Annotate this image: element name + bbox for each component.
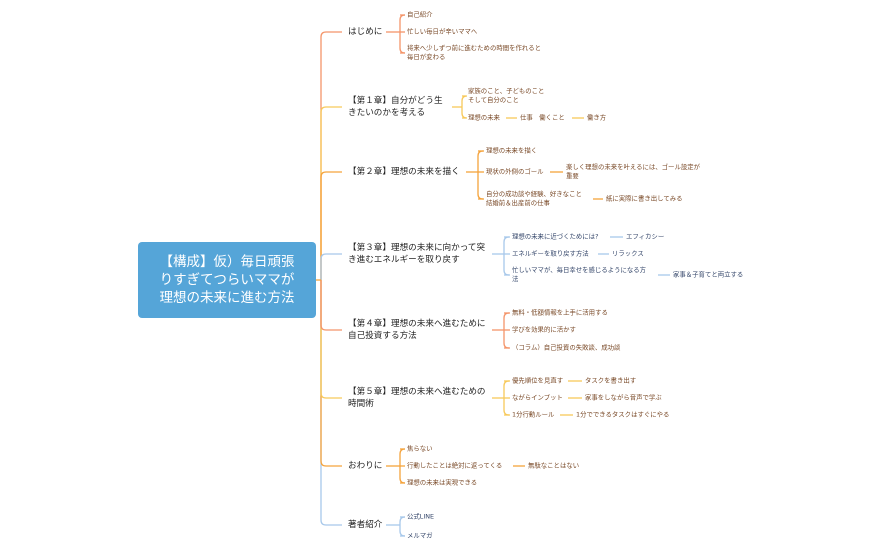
branch-topic[interactable]: はじめに (348, 27, 383, 37)
trunk-connector (320, 106, 342, 280)
subtopic[interactable]: ながらインプット (512, 393, 563, 402)
trunk-connector (320, 31, 342, 280)
subtopic[interactable]: 優先順位を見直す (512, 376, 564, 385)
detail-topic[interactable]: 家事をしながら音声で学ぶ (585, 393, 662, 402)
subtopic[interactable]: 自己紹介 (407, 10, 433, 19)
child-bracket (503, 236, 510, 276)
child-bracket (399, 516, 406, 537)
subtopic[interactable]: エネルギーを取り戻す方法 (512, 249, 589, 258)
subtopic[interactable]: 行動したことは絶対に返ってくる (407, 461, 503, 470)
branch-topic[interactable]: 【第３章】理想の未来に向かって突 き進むエネルギーを取り戻す (348, 243, 486, 265)
branch-topic[interactable]: 【第５章】理想の未来へ進むための 時間術 (348, 387, 486, 409)
subtopic[interactable]: 忙しい毎日が辛いママへ (407, 27, 478, 36)
subtopic[interactable]: 将来へ少しずつ前に進むための時間を作れると 毎日が変わる (407, 44, 542, 61)
subtopic[interactable]: メルマガ (407, 531, 433, 540)
subtopic[interactable]: 公式LINE (407, 512, 435, 521)
subtopic[interactable]: 無料・低額情報を上手に活用する (512, 308, 608, 317)
detail-topic[interactable]: 家事＆子育てと両立する (673, 270, 744, 279)
branch-topic[interactable]: 【第４章】理想の未来へ進むために 自己投資する方法 (348, 319, 486, 341)
subtopic[interactable]: 学びを効果的に活かす (512, 325, 576, 334)
detail-topic[interactable]: 無駄なことはない (528, 461, 580, 470)
subtopic[interactable]: 家族のこと、子どものこと そして自分のこと (468, 87, 545, 104)
trunk-connector (320, 253, 342, 280)
subtopic[interactable]: 忙しいママが、毎日幸せを感じるようになる方 法 (512, 266, 647, 283)
subtopic[interactable]: 現状の外側のゴール (486, 167, 544, 176)
detail-topic[interactable]: 働き方 (587, 113, 607, 122)
child-bracket (399, 14, 406, 54)
trunk-connector (320, 280, 342, 331)
trunk-connector (320, 280, 342, 399)
detail-topic[interactable]: タスクを書き出す (585, 376, 637, 385)
subtopic[interactable]: 焦らない (407, 444, 433, 453)
branch-topic[interactable]: 【第２章】理想の未来を描く (348, 167, 460, 177)
detail-topic[interactable]: 仕事 働くこと (520, 113, 565, 122)
subtopic[interactable]: 理想の未来に近づくためには? (512, 232, 599, 241)
root-topic[interactable]: 【構成】仮）毎日頑張 りすぎてつらいママが 理想の未来に進む方法 (138, 242, 316, 318)
subtopic[interactable]: 理想の未来は実現できる (407, 478, 478, 487)
branch-topic[interactable]: 【第１章】自分がどう生 きたいのかを考える (348, 96, 443, 118)
detail-topic[interactable]: エフィカシー (626, 232, 665, 241)
trunk-connector (320, 171, 342, 280)
subtopic[interactable]: 理想の未来 (468, 113, 500, 122)
branch-topic[interactable]: おわりに (348, 461, 383, 471)
subtopic[interactable]: 理想の未来を描く (486, 146, 538, 155)
child-bracket (477, 150, 484, 200)
trunk-connector (320, 280, 342, 467)
subtopic[interactable]: 自分の成功談や経験、好きなこと 結婚前＆出産前の仕事 (486, 190, 582, 207)
detail-topic[interactable]: 楽しく理想の未来を叶えるには、ゴール設定が 重要 (566, 163, 701, 180)
detail-topic[interactable]: 1分でできるタスクはすぐにやる (576, 410, 670, 419)
child-bracket (461, 95, 468, 119)
subtopic[interactable]: （コラム）自己投資の失敗談、成功談 (512, 343, 621, 352)
detail-topic[interactable]: 紙に実際に書き出してみる (606, 194, 683, 203)
trunk-connector (320, 280, 342, 526)
branch-topic[interactable]: 著者紹介 (348, 520, 383, 530)
detail-topic[interactable]: リラックス (612, 249, 644, 258)
subtopic[interactable]: 1分行動ルール (512, 410, 555, 419)
